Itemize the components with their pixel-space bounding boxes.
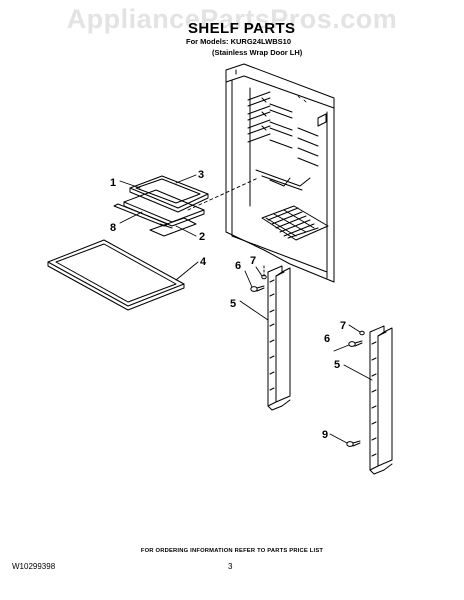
model-line: For Models: KURG24LWBS10 [186,37,292,46]
page-title: SHELF PARTS [188,20,296,37]
callout-numbers: 1 3 8 2 4 6 7 5 7 6 5 9 [110,169,346,441]
callout-5b: 5 [334,359,340,371]
door-rail-right [369,325,393,475]
callout-2: 2 [199,231,205,243]
callout-7b: 7 [340,320,346,332]
callout-3: 3 [198,169,204,181]
callout-7a: 7 [250,255,256,267]
callout-8: 8 [110,222,116,234]
crisper-glass [47,239,185,311]
variant-line: (Stainless Wrap Door LH) [212,48,303,57]
door-rail-left [267,265,291,411]
callout-1: 1 [110,177,116,189]
cabinet-liner [225,63,335,283]
leader-lines [119,174,373,444]
callout-4: 4 [200,256,207,268]
callout-5a: 5 [230,298,236,310]
callout-9: 9 [322,429,328,441]
page-number: 3 [228,562,233,571]
callout-6a: 6 [235,260,241,272]
watermark: AppliancePartsPros.com [66,4,398,34]
ordering-note: FOR ORDERING INFORMATION REFER TO PARTS … [140,548,324,554]
fasteners [250,274,365,447]
shelf-assembly [113,175,209,237]
callout-6b: 6 [324,333,330,345]
document-number: W10299398 [12,562,56,571]
